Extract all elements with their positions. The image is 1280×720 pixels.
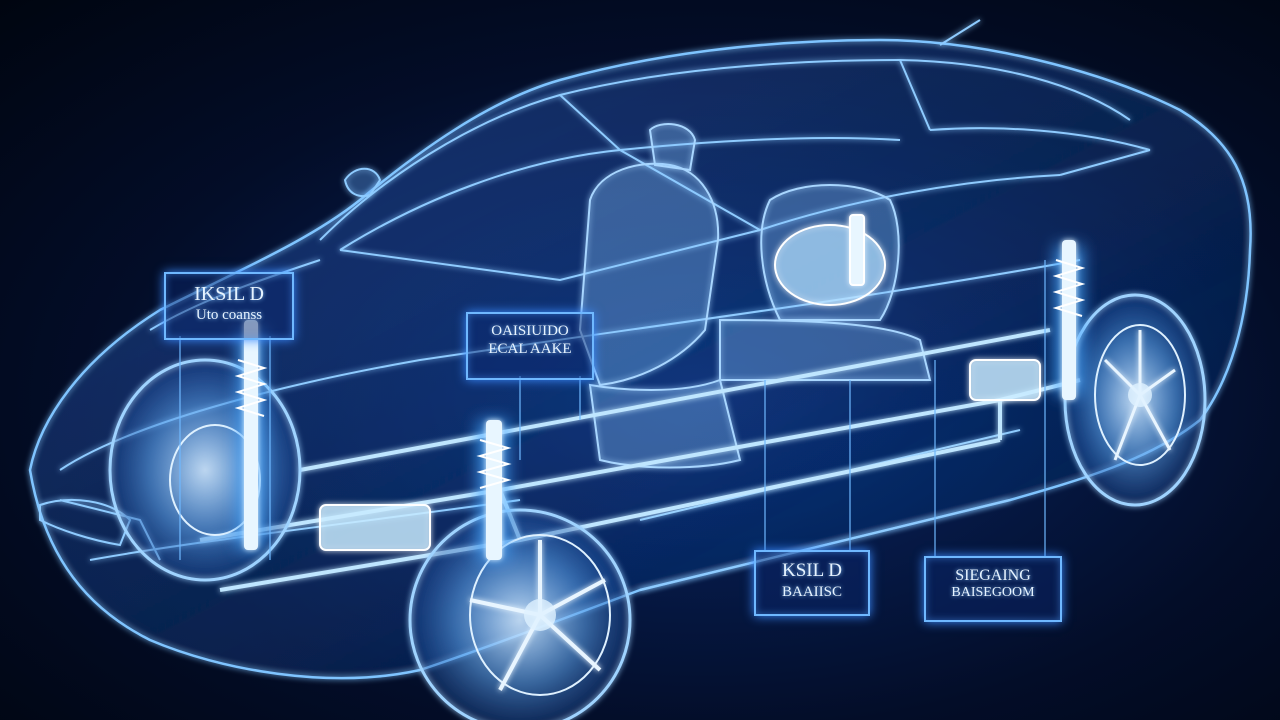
callout-label-line1: KSIL D xyxy=(782,560,842,581)
callout-label-line1: OAISIUIDO xyxy=(491,323,569,339)
callout-label-bottom-center: KSIL D BAAIISC xyxy=(754,550,870,616)
headlight xyxy=(39,499,132,547)
steering-assembly xyxy=(319,214,1041,551)
callout-label-center: OAISIUIDO ECAL AAKE xyxy=(466,312,594,380)
callout-lines xyxy=(179,260,1046,560)
callout-label-line2: BAAIISC xyxy=(781,583,842,600)
callout-label-rear: SIEGAING BAISEGOOM xyxy=(924,556,1062,622)
callout-label-line2: BAISEGOOM xyxy=(951,585,1035,601)
rear-wheel xyxy=(1063,293,1207,507)
callout-label-front-suspension: IKSIL D Uto coanss xyxy=(164,272,294,340)
front-left-wheel xyxy=(108,358,302,582)
suspension-struts xyxy=(234,240,1086,560)
callout-label-line2: ECAL AAKE xyxy=(488,341,572,357)
callout-label-line1: SIEGAING xyxy=(955,567,1031,584)
front-right-wheel xyxy=(408,508,632,720)
callout-label-line2: Uto coanss xyxy=(195,307,263,323)
callout-label-line1: IKSIL D xyxy=(194,283,264,305)
side-mirror xyxy=(343,167,382,198)
